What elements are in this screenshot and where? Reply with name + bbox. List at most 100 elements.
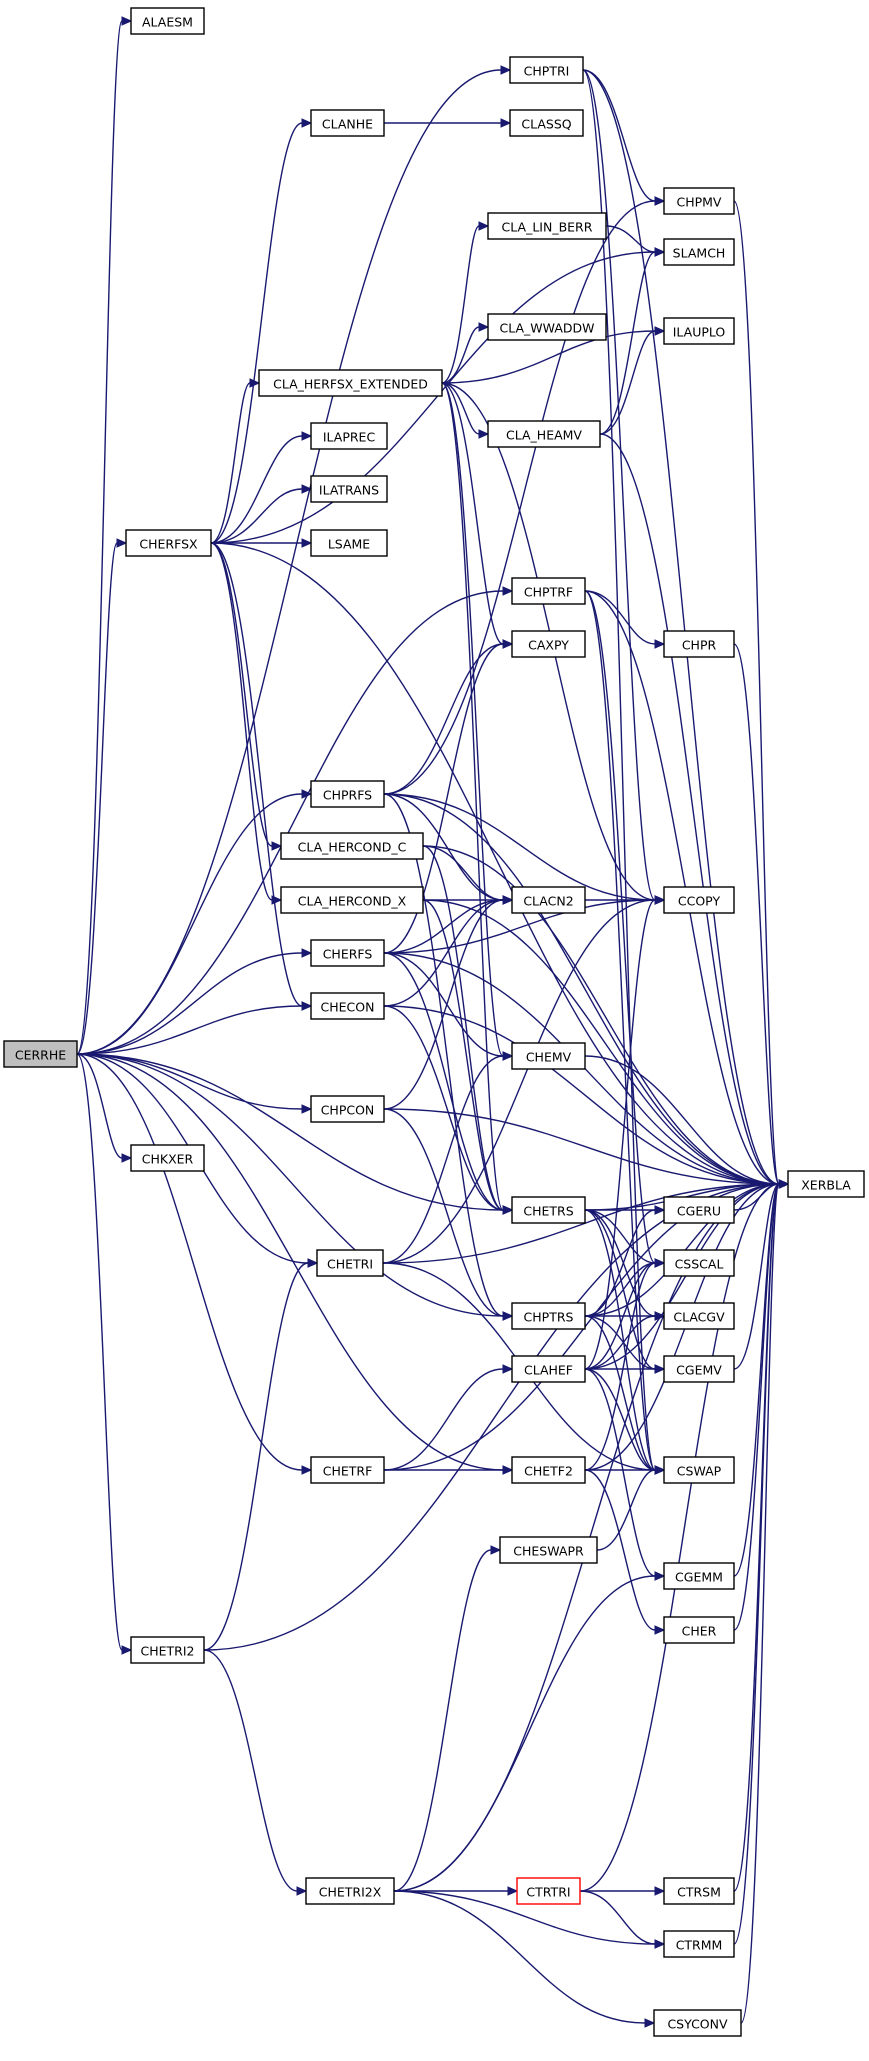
node-clacn2[interactable]: CLACN2 bbox=[511, 886, 586, 914]
node-cla-lin-berr[interactable]: CLA_LIN_BERR bbox=[487, 212, 607, 240]
node-label: CLACGV bbox=[673, 1310, 725, 1325]
node-label: CHESWAPR bbox=[513, 1544, 584, 1559]
node-cla-heamv[interactable]: CLA_HEAMV bbox=[487, 420, 601, 448]
edge-chetrf-to-clahef bbox=[383, 1364, 514, 1471]
node-chetrf[interactable]: CHETRF bbox=[310, 1456, 385, 1484]
edge-cla_herfsx_extended-to-chemv bbox=[441, 382, 514, 1061]
node-label: CTRTRI bbox=[526, 1885, 570, 1900]
edge-cherfsx-to-cla_hercond_c bbox=[210, 542, 283, 851]
node-ctrtri[interactable]: CTRTRI bbox=[516, 1877, 581, 1905]
node-label: XERBLA bbox=[801, 1178, 851, 1193]
node-label: CSSCAL bbox=[675, 1257, 724, 1272]
node-ccopy[interactable]: CCOPY bbox=[663, 886, 735, 914]
node-label: CHETRI bbox=[327, 1257, 373, 1272]
edge-cla_herfsx_extended-to-chetrs bbox=[441, 382, 514, 1215]
edge-chpmv-to-xerbla bbox=[733, 200, 790, 1189]
node-cgemv[interactable]: CGEMV bbox=[663, 1355, 735, 1383]
node-label: CSWAP bbox=[677, 1464, 722, 1479]
node-chptrf[interactable]: CHPTRF bbox=[511, 577, 586, 605]
node-chpr[interactable]: CHPR bbox=[663, 630, 735, 658]
node-chprfs[interactable]: CHPRFS bbox=[310, 780, 385, 808]
node-chetf2[interactable]: CHETF2 bbox=[511, 1456, 586, 1484]
node-csyconv[interactable]: CSYCONV bbox=[653, 2009, 742, 2037]
edge-cerrhe-to-chptrf bbox=[76, 586, 514, 1055]
edge-cla_heamv-to-ilauplo bbox=[599, 326, 666, 435]
edge-chetrf-to-chetf2 bbox=[384, 1465, 514, 1475]
node-slamch[interactable]: SLAMCH bbox=[663, 238, 735, 266]
edge-checon-to-chetrs bbox=[383, 1005, 514, 1215]
edge-cherfsx-to-clanhe bbox=[210, 118, 313, 544]
node-ctrsm[interactable]: CTRSM bbox=[663, 1877, 735, 1905]
node-classq[interactable]: CLASSQ bbox=[509, 109, 584, 137]
edge-csyconv-to-xerbla bbox=[740, 1179, 790, 2024]
node-cla-wwaddw[interactable]: CLA_WWADDW bbox=[487, 313, 607, 341]
edge-cerrhe-to-chetri2 bbox=[76, 1053, 133, 1655]
node-cla-hercond-c[interactable]: CLA_HERCOND_C bbox=[280, 832, 424, 860]
node-chemv[interactable]: CHEMV bbox=[511, 1042, 586, 1070]
node-clahef[interactable]: CLAHEF bbox=[511, 1355, 586, 1383]
node-label: CLAHEF bbox=[524, 1363, 573, 1378]
node-ilaprec[interactable]: ILAPREC bbox=[310, 422, 388, 450]
node-cherfs[interactable]: CHERFS bbox=[310, 939, 385, 967]
node-chptrs[interactable]: CHPTRS bbox=[511, 1302, 586, 1330]
node-cerrhe[interactable]: CERRHE bbox=[3, 1040, 78, 1068]
node-label: CGEMV bbox=[676, 1363, 722, 1378]
node-label: ALAESM bbox=[142, 15, 193, 30]
node-cla-herfsx-extended[interactable]: CLA_HERFSX_EXTENDED bbox=[258, 369, 443, 397]
node-label: CLANHE bbox=[322, 117, 373, 132]
node-xerbla[interactable]: XERBLA bbox=[787, 1170, 865, 1198]
node-csscal[interactable]: CSSCAL bbox=[663, 1249, 735, 1277]
node-cherfsx[interactable]: CHERFSX bbox=[125, 529, 212, 557]
node-label: CHPMV bbox=[676, 195, 721, 210]
edge-cerrhe-to-chkxer bbox=[76, 1053, 133, 1163]
node-ilauplo[interactable]: ILAUPLO bbox=[663, 317, 735, 345]
edge-cerrhe-to-chptri bbox=[76, 65, 512, 1055]
edge-ctrtri-to-ctrmm bbox=[579, 1890, 666, 1949]
node-cheswapr[interactable]: CHESWAPR bbox=[499, 1536, 598, 1564]
node-label: CHPTRF bbox=[524, 585, 573, 600]
node-label: CHEMV bbox=[526, 1050, 572, 1065]
node-clanhe[interactable]: CLANHE bbox=[310, 109, 385, 137]
edge-cherfsx-to-cla_hercond_x bbox=[210, 542, 283, 905]
edge-chptri-to-chpmv bbox=[582, 69, 666, 206]
edge-cerrhe-to-alaesm bbox=[76, 16, 133, 1055]
node-label: CLA_HERCOND_C bbox=[298, 840, 407, 855]
node-chetri2[interactable]: CHETRI2 bbox=[130, 1636, 205, 1664]
edge-cerrhe-to-chetrf bbox=[76, 1053, 313, 1475]
node-checon[interactable]: CHECON bbox=[310, 992, 385, 1020]
node-label: CLA_HERCOND_X bbox=[298, 894, 407, 909]
node-alaesm[interactable]: ALAESM bbox=[130, 7, 205, 35]
node-label: CLASSQ bbox=[521, 117, 571, 132]
edge-cerrhe-to-cherfsx bbox=[76, 538, 128, 1055]
node-chetri[interactable]: CHETRI bbox=[316, 1249, 384, 1277]
edge-cerrhe-to-chprfs bbox=[76, 789, 313, 1055]
node-ilatrans[interactable]: ILATRANS bbox=[310, 475, 388, 503]
node-cgemm[interactable]: CGEMM bbox=[663, 1562, 735, 1590]
node-chetri2x[interactable]: CHETRI2X bbox=[305, 1877, 395, 1905]
node-label: CHETRI2X bbox=[319, 1885, 382, 1900]
node-cswap[interactable]: CSWAP bbox=[663, 1456, 735, 1484]
edge-clahef-to-cswap bbox=[584, 1368, 666, 1475]
edge-chprfs-to-xerbla bbox=[383, 793, 790, 1189]
node-chpmv[interactable]: CHPMV bbox=[663, 187, 735, 215]
node-chkxer[interactable]: CHKXER bbox=[130, 1144, 205, 1172]
node-ctrmm[interactable]: CTRMM bbox=[663, 1930, 735, 1958]
node-chetrs[interactable]: CHETRS bbox=[511, 1196, 586, 1224]
node-cher[interactable]: CHER bbox=[663, 1616, 735, 1644]
edge-cherfs-to-chetrs bbox=[383, 952, 514, 1215]
node-cla-hercond-x[interactable]: CLA_HERCOND_X bbox=[280, 886, 424, 914]
node-cgeru[interactable]: CGERU bbox=[663, 1196, 735, 1224]
edge-chetri-to-chemv bbox=[382, 1051, 514, 1264]
node-label: ILAUPLO bbox=[673, 325, 726, 340]
edge-ctrtri-to-ctrsm bbox=[579, 1886, 666, 1896]
edge-chetri2-to-chetri bbox=[203, 1258, 319, 1651]
node-clacgv[interactable]: CLACGV bbox=[663, 1302, 735, 1330]
node-label: CLACN2 bbox=[523, 894, 573, 909]
edge-chprfs-to-caxpy bbox=[383, 639, 514, 795]
edge-cla_hercond_x-to-xerbla bbox=[422, 899, 790, 1189]
node-chpcon[interactable]: CHPCON bbox=[310, 1095, 385, 1123]
node-chptri[interactable]: CHPTRI bbox=[509, 56, 584, 84]
node-caxpy[interactable]: CAXPY bbox=[511, 630, 586, 658]
node-lsame[interactable]: LSAME bbox=[310, 529, 388, 557]
